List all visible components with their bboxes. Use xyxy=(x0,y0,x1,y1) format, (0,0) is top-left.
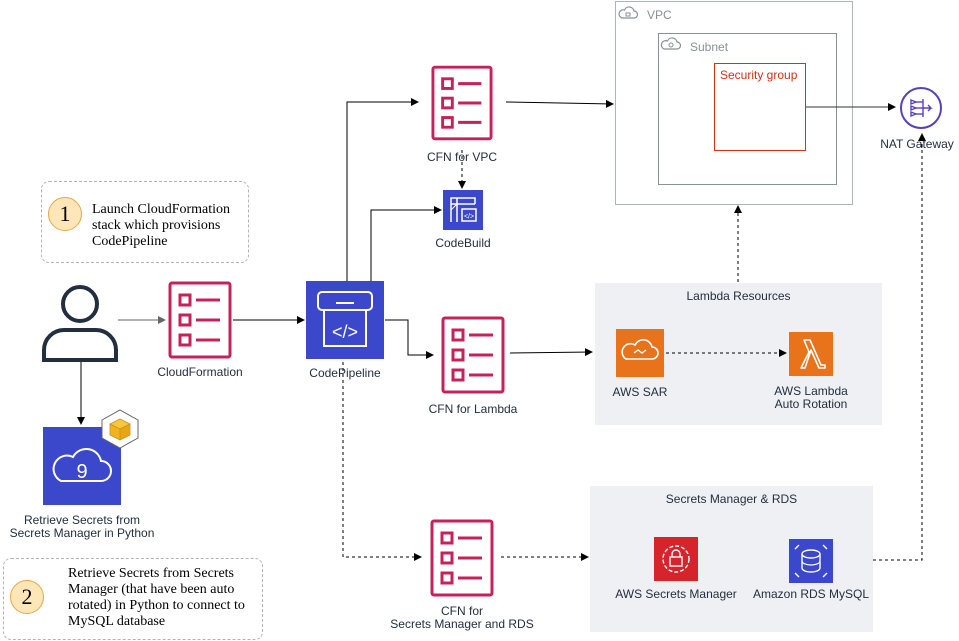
serverless-application-repository-icon[interactable] xyxy=(616,329,664,377)
cube-badge-icon xyxy=(101,409,139,449)
svg-text:</>: </> xyxy=(332,322,358,342)
cloud9-label-line: Retrieve Secrets from xyxy=(23,513,141,527)
cfn-secrets-template-icon[interactable] xyxy=(429,519,495,597)
codebuild-icon[interactable]: </> xyxy=(443,190,483,230)
svg-text:9: 9 xyxy=(76,461,87,483)
aws-lambda-label-line: AWS Lambda xyxy=(774,384,848,398)
step2-text-line: Manager (that have been auto xyxy=(68,582,235,597)
step2-text-line: rotated) in Python to connect to xyxy=(68,598,245,613)
cfn-vpc-template-icon[interactable] xyxy=(431,64,493,142)
edge-rds-nat xyxy=(873,133,926,561)
step1-text-line: CodePipeline xyxy=(92,234,168,249)
cfn-lambda-template-icon[interactable] xyxy=(440,316,506,394)
cloudformation-template-icon[interactable] xyxy=(168,281,232,359)
codepipeline-label: CodePipeline xyxy=(309,366,381,380)
security-group xyxy=(714,63,806,151)
subnet-group xyxy=(658,33,837,185)
cloud9-label-line: Secrets Manager in Python xyxy=(9,526,155,540)
step2-text-line: MySQL database xyxy=(68,614,166,629)
cfn-secrets-label-line: Secrets Manager and RDS xyxy=(390,617,534,631)
aws-sar-label: AWS SAR xyxy=(612,385,668,399)
lambda-icon[interactable] xyxy=(789,332,833,376)
security-group-label: Security group xyxy=(720,68,798,82)
nat-gateway-icon[interactable] xyxy=(899,86,943,130)
aws-lambda-label: AWS Lambda Auto Rotation xyxy=(752,385,870,411)
step2-badge: 2 xyxy=(10,580,44,614)
lambda-resources-label: Lambda Resources xyxy=(686,289,791,303)
secrets-manager-label: AWS Secrets Manager xyxy=(615,587,737,601)
subnet-icon xyxy=(660,36,682,54)
secrets-rds-label: Secrets Manager & RDS xyxy=(665,492,798,506)
vpc-label: VPC xyxy=(647,8,672,22)
rds-label: Amazon RDS MySQL xyxy=(752,587,870,601)
user-icon xyxy=(40,282,120,362)
cfn-secrets-label: CFN for Secrets Manager and RDS xyxy=(380,605,544,631)
rds-icon[interactable] xyxy=(789,539,833,583)
codebuild-label: CodeBuild xyxy=(435,236,491,250)
step1-text: Launch CloudFormation stack which provis… xyxy=(92,202,230,250)
edge-codepipeline-cfnsecrets xyxy=(342,362,422,561)
edge-codepipeline-cfnlambda xyxy=(385,319,434,359)
edge-codepipeline-cfnvpc xyxy=(346,98,419,281)
step2-text: Retrieve Secrets from Secrets Manager (t… xyxy=(68,566,245,630)
edge-codepipeline-codebuild xyxy=(370,206,442,281)
nat-gateway-label: NAT Gateway xyxy=(880,137,954,151)
cloud9-label: Retrieve Secrets from Secrets Manager in… xyxy=(0,514,164,540)
cfn-secrets-label-line: CFN for xyxy=(441,604,483,618)
codepipeline-icon[interactable]: </> xyxy=(306,281,384,359)
cfn-lambda-label: CFN for Lambda xyxy=(428,402,518,416)
step1-text-line: stack which provisions xyxy=(92,218,221,233)
step2-note xyxy=(3,558,263,640)
step2-text-line: Retrieve Secrets from Secrets xyxy=(68,566,234,581)
vpc-cloud-icon xyxy=(617,4,639,22)
subnet-label: Subnet xyxy=(690,40,729,54)
edge-cfnvpc-vpc xyxy=(505,99,614,108)
step1-text-line: Launch CloudFormation xyxy=(92,202,231,217)
step1-badge: 1 xyxy=(48,197,82,231)
cfn-vpc-label: CFN for VPC xyxy=(426,150,497,164)
vpc-group xyxy=(615,1,853,205)
svg-text:</>: </> xyxy=(464,214,474,221)
cloudformation-label: CloudFormation xyxy=(157,365,243,379)
edge-cfnlambda-sar xyxy=(509,348,593,357)
secrets-manager-icon[interactable] xyxy=(654,537,698,581)
aws-lambda-label-line: Auto Rotation xyxy=(774,397,848,411)
